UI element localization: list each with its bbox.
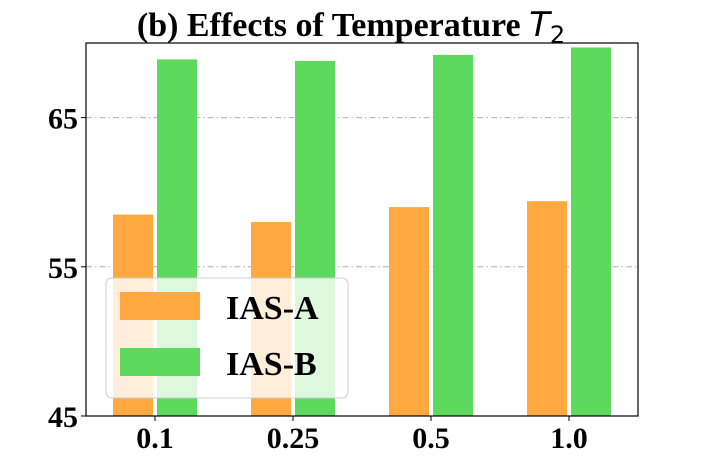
chart-title-main: (b) Effects of Temperature (137, 7, 529, 44)
x-tick-label: 0.5 (412, 422, 450, 455)
chart-title-text: (b) Effects of Temperature T2 (137, 5, 565, 49)
legend: IAS-A IAS-B (105, 277, 349, 399)
bar-ias-b-0.5 (433, 54, 473, 416)
x-tick-label: 0.25 (267, 422, 320, 455)
chart-title: (b) Effects of Temperature T2 (137, 5, 565, 49)
bar-ias-b-1.0 (571, 47, 611, 416)
legend-swatch-ias-b (120, 348, 200, 376)
legend-label-ias-b: IAS-B (226, 346, 317, 383)
y-tick-label: 55 (48, 252, 78, 285)
x-tick-label: 0.1 (136, 422, 174, 455)
legend-swatch-ias-a (120, 292, 200, 320)
y-tick-label: 45 (48, 401, 78, 434)
bar-ias-a-1.0 (527, 201, 567, 416)
x-axis-ticks: 0.1 0.25 0.5 1.0 (136, 416, 588, 455)
bar-ias-a-0.5 (389, 207, 429, 416)
y-axis-ticks: 45 55 65 (48, 103, 86, 434)
chart-title-subscript: 2 (550, 21, 565, 49)
y-tick-label: 65 (48, 103, 78, 136)
legend-label-ias-a: IAS-A (226, 290, 319, 327)
x-tick-label: 1.0 (550, 422, 588, 455)
axes-frame (85, 42, 639, 417)
plot-frame (85, 42, 639, 417)
chart-title-symbol: T (529, 5, 552, 45)
